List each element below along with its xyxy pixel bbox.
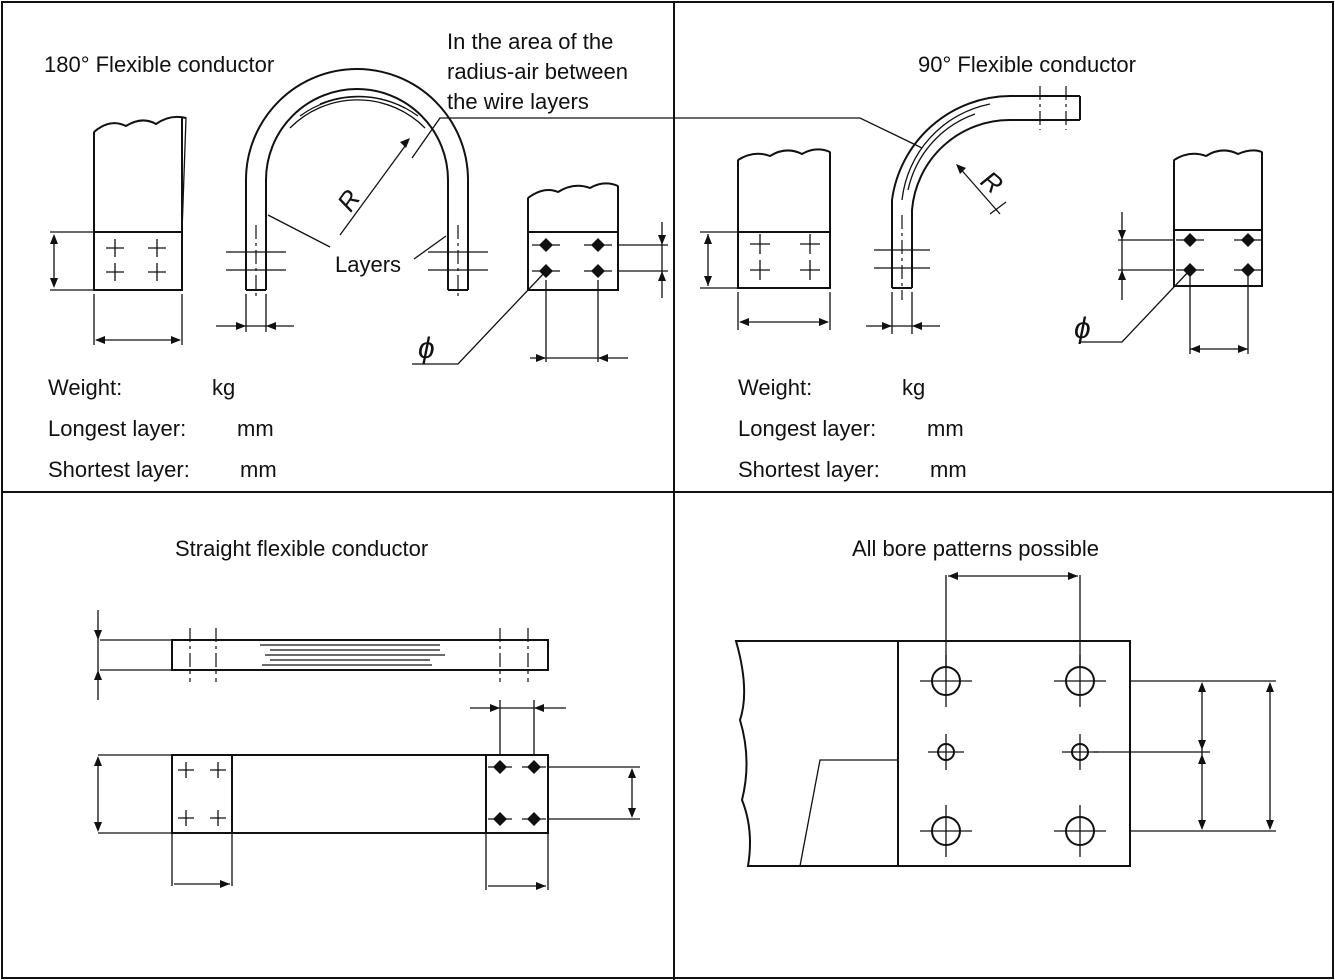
- u-conductor: [216, 68, 923, 332]
- longest-layer-unit-180: mm: [237, 416, 274, 441]
- left-busbar-block: [50, 115, 187, 345]
- longest-layer-unit-90: mm: [927, 416, 964, 441]
- panel-title-90: 90° Flexible conductor: [918, 52, 1136, 77]
- radius-air-callout: In the area of the radius-air between th…: [447, 27, 628, 117]
- callout-line-1: In the area of the: [447, 29, 614, 54]
- shortest-layer-label-90: Shortest layer:: [738, 457, 880, 482]
- shortest-layer-unit-90: mm: [930, 457, 967, 482]
- bore-holes: [920, 655, 1106, 857]
- layers-label: Layers: [335, 252, 402, 277]
- side-view: [94, 610, 549, 700]
- weight-unit-90: kg: [902, 375, 926, 400]
- straight-conductor-drawing: [94, 610, 640, 890]
- callout-line-3: the wire layers: [447, 89, 589, 114]
- left-busbar-block-90: [700, 148, 831, 330]
- conductor-180-drawing: [50, 68, 923, 365]
- right-busbar-block: [412, 182, 668, 365]
- quarter-conductor: [866, 86, 1081, 334]
- panel-title-straight: Straight flexible conductor: [175, 536, 429, 561]
- weight-label-180: Weight:: [48, 375, 123, 400]
- callout-line-2: radius-air between: [447, 59, 628, 84]
- bolt-crosses: [106, 239, 166, 281]
- diameter-symbol-180: ϕ: [418, 332, 435, 365]
- weight-label-90: Weight:: [738, 375, 813, 400]
- longest-layer-label-90: Longest layer:: [738, 416, 877, 441]
- bore-pattern-drawing: [734, 572, 1276, 867]
- weight-unit-180: kg: [212, 375, 236, 400]
- panel-title-bore-patterns: All bore patterns possible: [852, 536, 1100, 561]
- right-busbar-block-90: [1080, 149, 1263, 354]
- shortest-layer-unit-180: mm: [240, 457, 277, 482]
- panel-title-180: 180° Flexible conductor: [44, 52, 275, 77]
- filled-bores: [532, 238, 612, 278]
- shortest-layer-label-180: Shortest layer:: [48, 457, 190, 482]
- diameter-symbol-90: ϕ: [1074, 312, 1091, 345]
- top-view: [94, 700, 640, 890]
- conductor-90-drawing: [700, 86, 1263, 354]
- longest-layer-label-180: Longest layer:: [48, 416, 187, 441]
